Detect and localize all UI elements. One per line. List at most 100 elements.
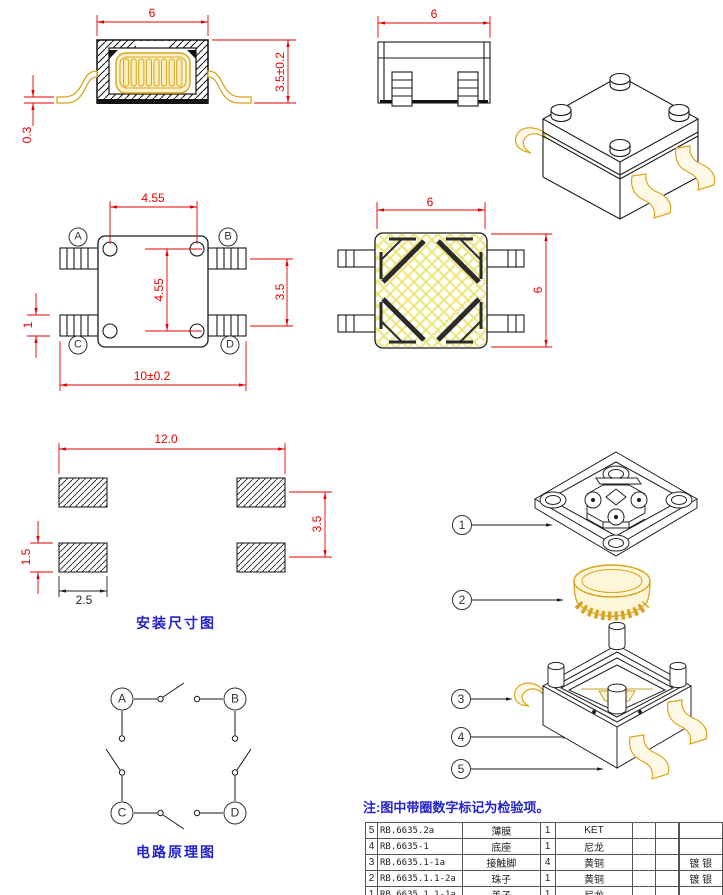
terminal-c-label: C	[68, 335, 88, 355]
base-gull-leads	[628, 699, 708, 780]
circuit-view-title: 电路原理图	[136, 844, 216, 860]
dim-arrows	[378, 21, 490, 25]
bom-row: 2 RB.6635.1.1-2a 珠子 1 黄铜 镀 银	[365, 870, 723, 887]
dim-mount-pitch: 3.5	[310, 515, 324, 533]
dim-mount-overall: 12.0	[154, 432, 178, 446]
dim-top-lead-pitch: 3.5	[273, 283, 287, 301]
dome-part	[573, 564, 651, 621]
side-body	[377, 41, 491, 107]
dim-lines	[27, 201, 293, 391]
bom-blank	[632, 838, 657, 855]
bom-blank	[655, 822, 680, 839]
dim-lines	[376, 202, 552, 348]
bom-blank	[655, 838, 680, 855]
bom-part-no: RB.6635-1	[376, 838, 463, 855]
inspection-note: 注:图中带圈数字标记为检验项。	[363, 800, 550, 815]
isometric-view	[514, 72, 716, 220]
pad-width-arrows	[59, 589, 107, 593]
bom-qty: 1	[539, 822, 556, 839]
dim-bottom-width: 6	[426, 195, 434, 209]
bom-blank	[632, 886, 657, 895]
bom-name: 接触脚	[461, 854, 541, 871]
dim-top-lead-width: 1	[21, 321, 35, 329]
base-front-post	[607, 683, 627, 715]
bom-part-no: RB.6635.2a	[376, 822, 463, 839]
bom-name: 底座	[461, 838, 541, 855]
dim-arrows	[34, 205, 289, 387]
bom-no: 2	[365, 870, 378, 887]
bom-finish: 镀 银	[677, 870, 723, 887]
dim-lines	[24, 15, 296, 126]
knurled-dome	[115, 52, 191, 94]
yellow-crosshatch	[376, 234, 486, 347]
bom-blank	[632, 854, 657, 871]
bom-qty: 1	[539, 886, 556, 895]
bom-material: KET	[554, 822, 634, 839]
bom-material: 黄铜	[554, 854, 634, 871]
dim-front-lead-thickness: 0.3	[20, 126, 34, 144]
bom-finish	[677, 822, 723, 839]
bom-material: 尼龙	[554, 838, 634, 855]
bom-no: 3	[365, 854, 378, 871]
bom-part-no: RB.6635.1.1-1a	[376, 886, 463, 895]
bom-no: 4	[365, 838, 378, 855]
contact-dot	[638, 710, 642, 714]
lead-left-hook	[514, 127, 546, 154]
dim-arrows	[36, 447, 327, 579]
side-view	[377, 16, 491, 107]
bom-blank	[632, 870, 657, 887]
dim-arrows	[31, 20, 290, 110]
bom-blank	[655, 870, 680, 887]
bom-row: 3 RB.6635.1-1a 接触脚 4 黄铜 镀 银	[365, 854, 723, 871]
dim-mount-pad-width: 2.5	[75, 593, 93, 607]
bom-material: 黄铜	[554, 870, 634, 887]
bom-finish	[677, 838, 723, 855]
dim-top-pitch-y: 4.55	[152, 278, 166, 302]
dim-front-width: 6	[148, 6, 156, 20]
bom-name: 盖子	[461, 886, 541, 895]
bom-material: 尼龙	[554, 886, 634, 895]
circuit-lines	[105, 682, 252, 830]
solder-pads	[58, 477, 286, 573]
callout-leaders	[471, 524, 599, 770]
dim-top-overall: 10±0.2	[133, 369, 171, 383]
circuit-schematic-view	[105, 682, 252, 830]
corner-contacts	[379, 237, 483, 344]
bottom-leads	[337, 249, 525, 333]
dim-bottom-height: 6	[531, 286, 545, 294]
bom-row: 4 RB.6635-1 底座 1 尼龙	[365, 838, 723, 855]
circuit-terminal-d: D	[223, 801, 247, 825]
switch-body-3d	[541, 72, 700, 220]
bom-blank	[655, 854, 680, 871]
bom-row: 1 RB.6635.1.1-1a 盖子 1 尼龙	[365, 886, 723, 895]
bom-no: 1	[365, 886, 378, 895]
bom-blank	[655, 886, 680, 895]
terminal-d-label: D	[220, 335, 240, 355]
bom-table: 5 RB.6635.2a 薄膜 1 KET 4 RB.6635-1 底座 1 尼…	[365, 822, 723, 895]
terminal-a-label: A	[68, 227, 88, 247]
top-body	[59, 235, 247, 348]
circuit-terminal-b: B	[223, 687, 247, 711]
circuit-terminal-c: C	[110, 801, 134, 825]
bom-name: 薄膜	[461, 822, 541, 839]
exploded-view	[471, 451, 708, 780]
mounting-view-title: 安装尺寸图	[136, 615, 216, 631]
dim-lines	[30, 443, 332, 594]
dim-arrows	[377, 208, 548, 347]
base-lead-left	[513, 682, 544, 707]
callout-3: 3	[451, 689, 471, 709]
contact-dot	[592, 710, 596, 714]
dim-front-height: 3.5±0.2	[273, 52, 287, 92]
callout-1: 1	[452, 515, 472, 535]
front-section-view	[24, 15, 296, 126]
gull-wing-leads	[56, 70, 252, 104]
bom-qty: 1	[539, 870, 556, 887]
dim-top-pitch-x: 4.55	[141, 191, 165, 205]
gull-wing-leads-3d	[630, 145, 716, 219]
bom-finish: 镀 银	[677, 854, 723, 871]
bom-part-no: RB.6635.1.1-2a	[376, 870, 463, 887]
bom-no: 5	[365, 822, 378, 839]
callout-5: 5	[451, 759, 471, 779]
bom-qty: 4	[539, 854, 556, 871]
